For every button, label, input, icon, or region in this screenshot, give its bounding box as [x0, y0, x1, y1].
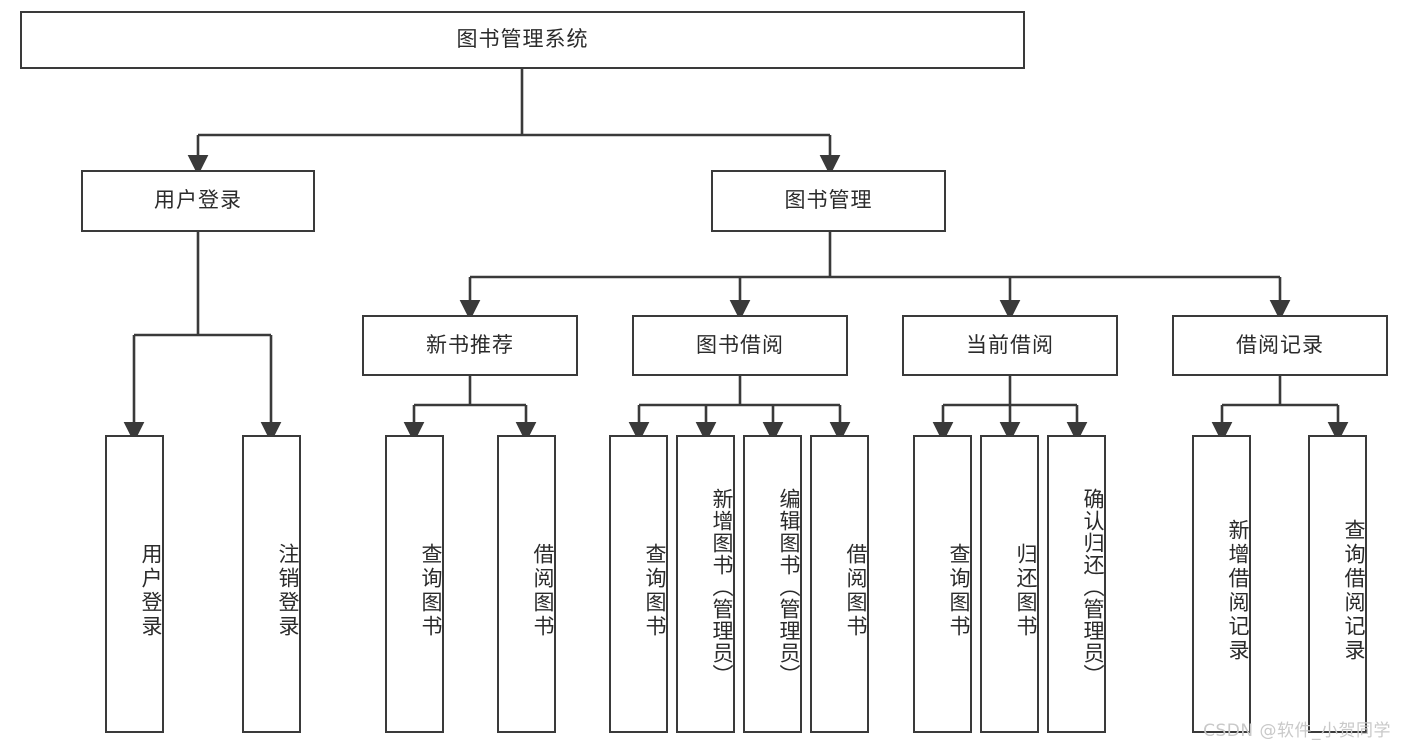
node-current-borrow[interactable]: 当前借阅	[902, 315, 1118, 376]
leaf-user-login-signin[interactable]: 用户登录	[105, 435, 164, 733]
node-book-management[interactable]: 图书管理	[711, 170, 946, 232]
leaf-current-borrow-query[interactable]: 查询图书	[913, 435, 972, 733]
node-user-login[interactable]: 用户登录	[81, 170, 315, 232]
leaf-book-borrow-query[interactable]: 查询图书	[609, 435, 668, 733]
leaf-borrow-record-add[interactable]: 新增借阅记录	[1192, 435, 1251, 733]
node-book-borrow[interactable]: 图书借阅	[632, 315, 848, 376]
watermark-text: CSDN @软件_小贺同学	[1203, 721, 1391, 741]
leaf-user-login-signout[interactable]: 注销登录	[242, 435, 301, 733]
node-borrow-record[interactable]: 借阅记录	[1172, 315, 1388, 376]
leaf-new-book-borrow[interactable]: 借阅图书	[497, 435, 556, 733]
leaf-current-borrow-confirm-admin[interactable]: 确认归还（管理员）	[1047, 435, 1106, 733]
leaf-book-borrow-edit-admin[interactable]: 编辑图书（管理员）	[743, 435, 802, 733]
leaf-new-book-query[interactable]: 查询图书	[385, 435, 444, 733]
leaf-book-borrow-add-admin[interactable]: 新增图书（管理员）	[676, 435, 735, 733]
node-root-system[interactable]: 图书管理系统	[20, 11, 1025, 69]
leaf-current-borrow-return[interactable]: 归还图书	[980, 435, 1039, 733]
node-new-book-recommend[interactable]: 新书推荐	[362, 315, 578, 376]
leaf-book-borrow-borrow[interactable]: 借阅图书	[810, 435, 869, 733]
leaf-borrow-record-query[interactable]: 查询借阅记录	[1308, 435, 1367, 733]
